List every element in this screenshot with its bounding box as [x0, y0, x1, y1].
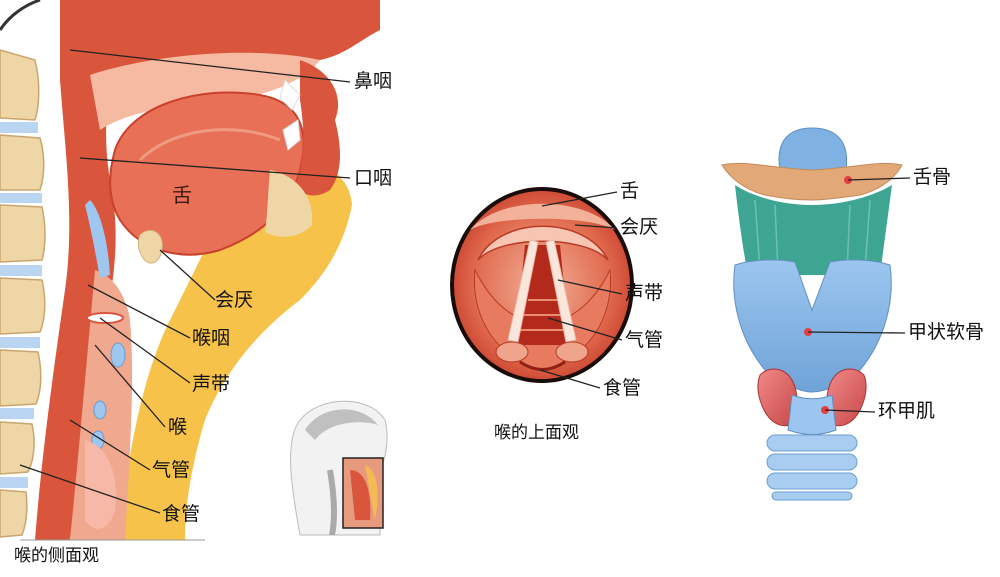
cricoid-cartilage — [787, 394, 837, 435]
upper-teeth — [279, 79, 301, 111]
side-view-leader-lines — [19, 49, 351, 514]
label-side-trachea: 气管 — [152, 459, 191, 481]
label-side-epiglottis: 会厌 — [215, 289, 254, 311]
top-epiglottis — [477, 225, 609, 261]
label-top-tongue: 舌 — [620, 180, 640, 202]
top-view-illustration — [450, 187, 634, 383]
caption-top-view: 喉的上面观 — [494, 423, 579, 443]
trachea-glimpse — [520, 299, 565, 331]
label-side-laryngopharynx: 喉咽 — [192, 327, 231, 349]
right-vocal-cord — [545, 239, 577, 343]
neck-fat-region — [120, 150, 352, 540]
front-view-leader-lines — [807, 177, 911, 413]
label-front-thyroid-cartilage: 甲状软骨 — [908, 321, 985, 343]
vocal-cord-shape — [86, 312, 124, 324]
skull-outline — [0, 0, 41, 31]
lower-teeth — [282, 119, 301, 151]
label-side-nasopharynx: 鼻咽 — [354, 70, 393, 92]
front-view-illustration — [721, 127, 903, 501]
thyroid-cartilage-shape — [733, 259, 892, 393]
head-thumbnail — [290, 400, 388, 536]
label-side-tongue: 舌 — [172, 183, 192, 207]
label-side-oropharynx: 口咽 — [354, 167, 393, 189]
top-view-leader-lines — [539, 191, 623, 389]
side-view-illustration — [0, 0, 380, 541]
jaw-bone — [265, 170, 313, 237]
front-epiglottis — [778, 127, 848, 171]
label-side-larynx: 喉 — [168, 416, 188, 438]
label-front-cricothyroid: 环甲肌 — [878, 400, 936, 422]
posterior-cartilage — [85, 200, 110, 278]
pharynx-wall — [35, 0, 130, 540]
tongue-texture — [138, 128, 281, 162]
label-top-esophagus: 食管 — [603, 377, 642, 399]
label-top-epiglottis: 会厌 — [620, 216, 659, 238]
head-tissue — [60, 0, 380, 170]
label-side-vocal-cord: 声带 — [192, 373, 231, 395]
label-top-vocal-cord: 声带 — [625, 282, 664, 304]
left-vocal-cord — [507, 239, 539, 343]
caption-side-view: 喉的侧面观 — [14, 546, 99, 566]
front-trachea-rings — [766, 434, 858, 501]
thyrohyoid-membrane — [735, 185, 892, 275]
intervertebral-discs — [0, 122, 42, 488]
hyoid-bone — [721, 162, 903, 201]
label-side-esophagus: 食管 — [162, 503, 201, 525]
lips — [295, 60, 340, 196]
esophagus-shape — [85, 440, 116, 529]
epiglottis-shape — [137, 230, 163, 264]
label-top-trachea: 气管 — [625, 329, 664, 351]
spine — [0, 49, 46, 538]
label-front-hyoid: 舌骨 — [913, 166, 952, 188]
